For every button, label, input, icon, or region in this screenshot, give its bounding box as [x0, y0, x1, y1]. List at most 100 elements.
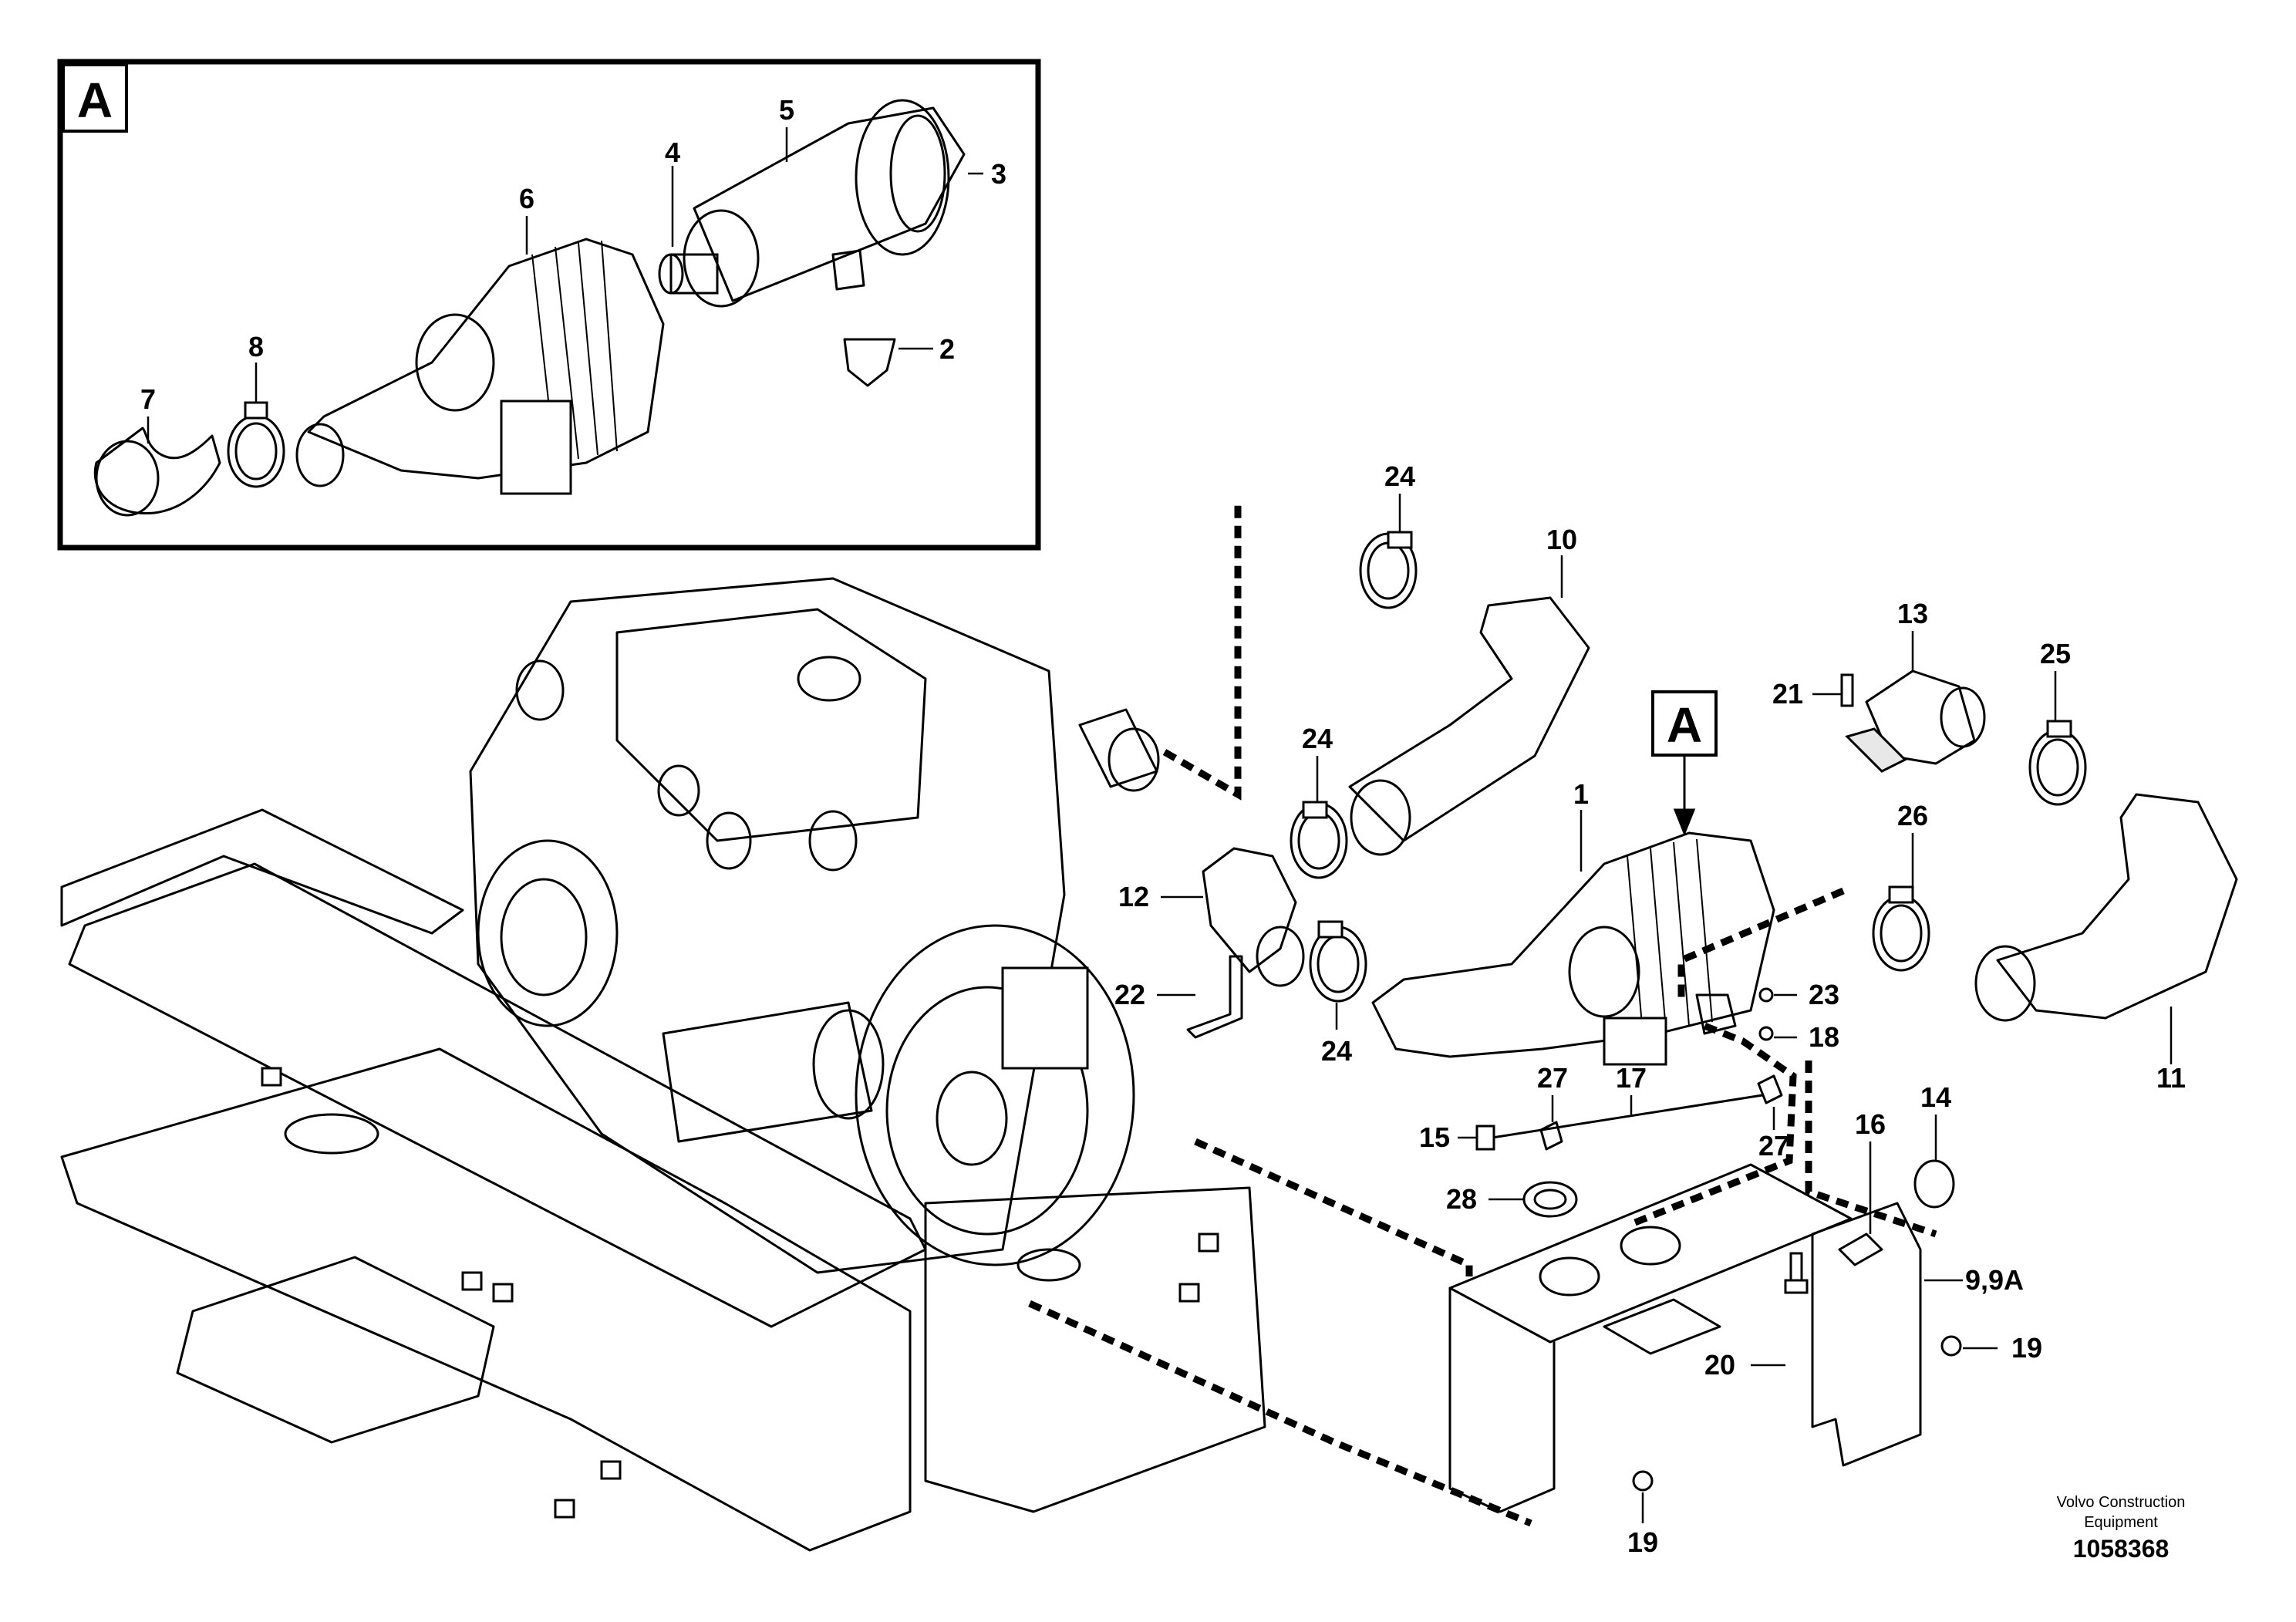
hose-10-end [1350, 779, 1411, 856]
air-filter-1-mount [1603, 1017, 1667, 1066]
tube-4-end [658, 253, 684, 295]
clamp-24-low-inner [1317, 935, 1360, 993]
bolt-23 [1758, 987, 1774, 1003]
label-10: 10 [1546, 524, 1577, 555]
engine-port-2 [706, 811, 752, 870]
engine-port-3 [657, 764, 700, 817]
company-name: Volvo Construction Equipment [2056, 1494, 2186, 1531]
frame-hole-1 [284, 1113, 379, 1155]
filter-element-5-end [683, 209, 760, 308]
clamp-25-screw [2046, 720, 2072, 738]
label-5: 5 [779, 94, 794, 126]
dash-bracket-left [1194, 1138, 1473, 1276]
label-12: 12 [1118, 881, 1149, 912]
starter-cover [1001, 966, 1089, 1070]
bracket-9-side [1811, 1202, 1922, 1467]
label-22: 22 [1114, 979, 1145, 1010]
hose-11 [1996, 793, 2238, 1020]
clamp-24-mid-inner [1297, 811, 1340, 870]
label-21: 21 [1772, 678, 1803, 710]
clamp-24-top-inner [1367, 541, 1410, 600]
label-26: 26 [1897, 800, 1928, 831]
label-24-top: 24 [1384, 460, 1415, 492]
engine [469, 577, 1160, 1274]
air-filter-1 [1371, 831, 1775, 1058]
label-16: 16 [1855, 1108, 1886, 1140]
frame-block-7 [554, 1499, 575, 1519]
frame-block-6 [600, 1460, 622, 1480]
label-15: 15 [1419, 1121, 1450, 1153]
seal-28-inner [1533, 1189, 1567, 1210]
frame-block-2 [461, 1271, 483, 1291]
bolt-20-head [1784, 1279, 1809, 1294]
label-20: 20 [1704, 1349, 1735, 1381]
frame-rail-left [60, 808, 464, 935]
filter-housing-6 [307, 238, 665, 480]
bracket-22 [1186, 955, 1243, 1039]
label-25: 25 [2040, 638, 2071, 669]
cover-3-rim [889, 114, 946, 233]
main-view-letter: A [1667, 697, 1702, 753]
label-1: 1 [1573, 778, 1589, 810]
elbow-12-end [1256, 926, 1305, 987]
engine-block [469, 577, 1066, 1274]
frame-block-3 [492, 1283, 514, 1303]
water-pump-hub [500, 878, 588, 996]
label-14: 14 [1920, 1081, 1951, 1113]
label-18: 18 [1809, 1021, 1839, 1053]
dust-valve-2 [843, 338, 896, 387]
label-11: 11 [2156, 1062, 2186, 1094]
label-19-bottom: 19 [1627, 1526, 1658, 1558]
bracket-9-hole-2 [1620, 1226, 1681, 1266]
vacuum-line-17 [1491, 1094, 1764, 1139]
label-7: 7 [140, 383, 156, 415]
frame-cutout [176, 1256, 495, 1444]
filter-element-5 [693, 106, 966, 302]
starter-end [812, 1009, 885, 1120]
air-filter-1-inlet [1568, 926, 1640, 1018]
washer-18 [1758, 1026, 1774, 1041]
intake-port-opening [1108, 727, 1160, 792]
clamp-26-inner [1880, 904, 1923, 963]
frame-hole-2 [1017, 1248, 1081, 1282]
label-2: 2 [939, 333, 955, 365]
elbow-hose-7 [93, 427, 221, 515]
frame-block-1 [261, 1067, 282, 1087]
label-27-left: 27 [1537, 1062, 1568, 1094]
label-9-9a: 9,9A [1965, 1264, 2024, 1296]
filter-housing-6-bracket [500, 400, 572, 495]
rain-cap-13-mesh [1845, 727, 1907, 773]
detail-letter-box [62, 63, 128, 133]
filter-housing-6-inlet [415, 313, 495, 412]
main-parts: A [1114, 460, 2238, 1558]
elbow-12 [1202, 847, 1297, 973]
filter-housing-6-outlet [295, 423, 345, 487]
valve-cover [615, 608, 927, 842]
sensor-16 [1838, 1233, 1883, 1266]
flywheel-hub [936, 1071, 1008, 1166]
label-13: 13 [1897, 598, 1928, 629]
clamp-26-screw [1888, 885, 1914, 904]
clamp-24-mid-screw [1302, 801, 1328, 819]
label-24-mid: 24 [1302, 723, 1333, 754]
main-letter-box [1651, 690, 1718, 757]
label-8: 8 [248, 331, 264, 363]
frame-rear [924, 1186, 1266, 1513]
assembly-lines [1028, 505, 1937, 1527]
bracket-9-top [1448, 1163, 1853, 1344]
clamp-24-top-screw [1387, 531, 1413, 549]
fitting-15 [1475, 1125, 1495, 1151]
frame-block-5 [1198, 1233, 1219, 1253]
main-view-arrow [1673, 756, 1696, 837]
label-6: 6 [519, 183, 534, 214]
cover-3 [855, 99, 950, 256]
dash-frame-link [1028, 1300, 1532, 1527]
label-17: 17 [1616, 1062, 1647, 1094]
flywheel [885, 986, 1089, 1236]
oil-filler-cap [797, 656, 861, 702]
detail-view-letter: A [77, 73, 113, 128]
label-28: 28 [1446, 1183, 1477, 1215]
dash-bracket-right [1633, 1022, 1797, 1226]
detail-view-a: A 5 4 3 6 [57, 59, 1041, 551]
air-filter-1-valve [1695, 993, 1737, 1035]
